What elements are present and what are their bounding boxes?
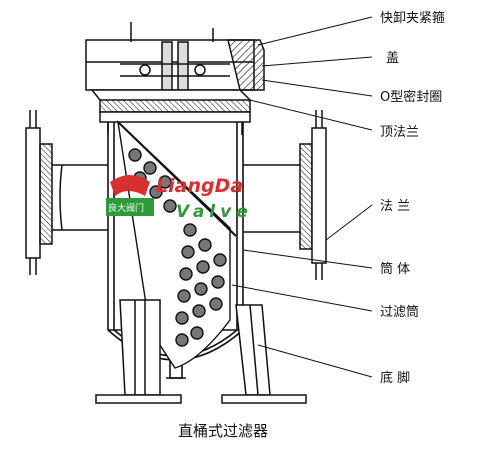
watermark-brand-bottom: Valve <box>176 202 253 222</box>
watermark-box <box>106 198 154 216</box>
base-legs <box>95 299 307 404</box>
label-cover: 盖 <box>386 51 399 66</box>
inlet-pipe-left <box>25 110 108 275</box>
watermark-logo-icon <box>110 175 150 196</box>
watermark-brand-top: LiangDa <box>156 175 243 197</box>
label-flange: 法 兰 <box>380 199 410 214</box>
cover <box>90 89 252 113</box>
watermark-box-text: 良大阀门 <box>108 202 144 214</box>
label-body: 筒 体 <box>380 261 410 277</box>
diagram-caption: 直桶式过滤器 <box>178 422 268 440</box>
watermark: LiangDa Valve 良大阀门 <box>106 175 253 222</box>
label-filter-cylinder: 过滤筒 <box>380 304 419 320</box>
label-top-flange: 顶法兰 <box>380 125 419 140</box>
outlet-pipe-right <box>243 110 327 280</box>
label-oring: O型密封圈 <box>380 89 442 105</box>
leader-lines <box>231 16 373 378</box>
clamp-assembly <box>85 22 265 91</box>
label-base-foot: 底 脚 <box>380 370 410 386</box>
label-clamp: 快卸夹紧箍 <box>380 10 445 26</box>
